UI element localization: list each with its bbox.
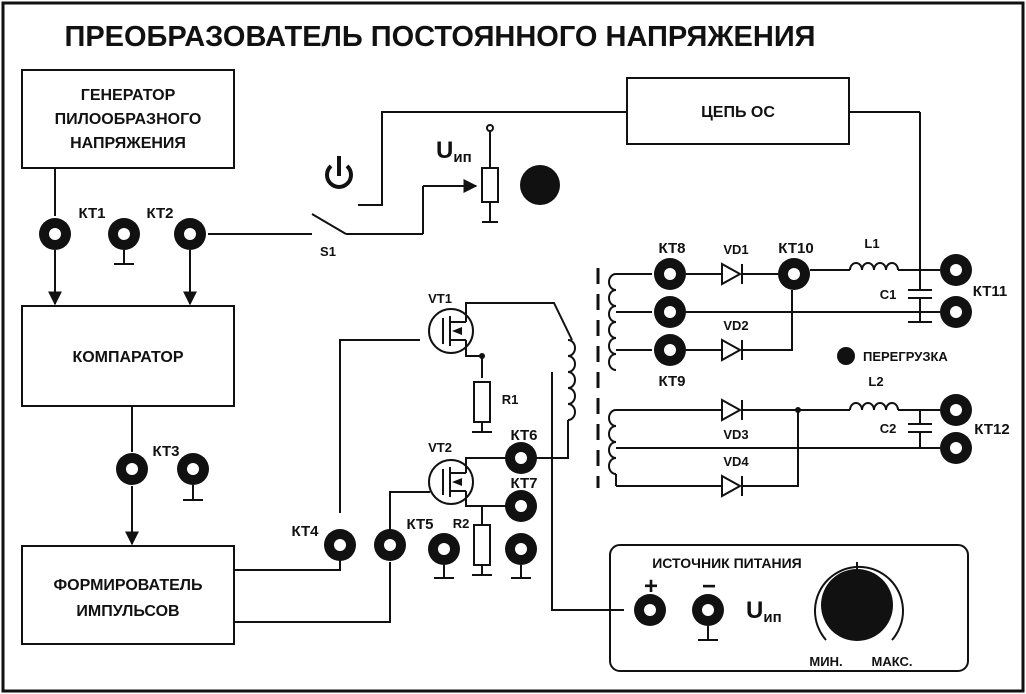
svg-text:Uип: Uип (746, 597, 782, 626)
svg-text:R1: R1 (502, 392, 519, 407)
svg-text:VD4: VD4 (723, 454, 749, 469)
test-point-kt2[interactable] (174, 218, 206, 250)
test-point-kt12-gnd[interactable] (940, 432, 972, 464)
transformer-secondary-1 (608, 273, 617, 371)
diode-vd2 (721, 338, 743, 362)
overload-led-icon (837, 347, 855, 365)
svg-text:C2: C2 (880, 421, 897, 436)
resistor-r2 (473, 524, 491, 566)
test-point-kt8[interactable] (654, 258, 686, 290)
shaper-block (21, 545, 235, 645)
test-point-kt7-gnd[interactable] (505, 533, 537, 565)
transistor-vt2 (428, 459, 474, 505)
power-icon[interactable] (325, 156, 353, 189)
switch-s1[interactable] (311, 213, 347, 235)
svg-text:VT1: VT1 (428, 291, 452, 306)
generator-label-3: НАПРЯЖЕНИЯ (70, 135, 186, 152)
svg-text:КТ9: КТ9 (658, 373, 685, 390)
shaper-label-2: ИМПУЛЬСОВ (76, 603, 179, 620)
test-point-kt4[interactable] (324, 529, 356, 561)
test-point-kt7[interactable] (505, 490, 537, 522)
test-point-kt9[interactable] (654, 334, 686, 366)
supply-terminal-minus[interactable] (692, 594, 724, 626)
test-point-kt12[interactable] (940, 394, 972, 426)
test-point-kt11-gnd[interactable] (940, 296, 972, 328)
minus-label: − (702, 573, 716, 600)
inductor-l1 (849, 262, 899, 271)
transformer-primary (567, 339, 576, 421)
test-point-kt3-gnd[interactable] (177, 453, 209, 485)
svg-text:КТ1: КТ1 (78, 205, 105, 222)
svg-text:КТ7: КТ7 (510, 475, 537, 492)
svg-text:КТ11: КТ11 (973, 283, 1008, 300)
test-point-kt8-mid[interactable] (654, 296, 686, 328)
svg-text:S1: S1 (320, 244, 336, 259)
page-title: ПРЕОБРАЗОВАТЕЛЬ ПОСТОЯННОГО НАПРЯЖЕНИЯ (64, 21, 815, 53)
comparator-block (21, 305, 235, 407)
diode-vd3 (721, 398, 743, 422)
test-point-kt5[interactable] (374, 529, 406, 561)
test-point-kt5-gnd[interactable] (428, 533, 460, 565)
svg-text:КТ4: КТ4 (291, 523, 319, 540)
resistor-r1 (473, 381, 491, 423)
svg-text:КТ6: КТ6 (510, 427, 537, 444)
test-point-kt6[interactable] (505, 442, 537, 474)
svg-text:VT2: VT2 (428, 440, 452, 455)
comparator-label: КОМПАРАТОР (72, 349, 183, 366)
overload-label: ПЕРЕГРУЗКА (863, 349, 948, 364)
svg-text:L2: L2 (868, 374, 883, 389)
inductor-l2 (849, 402, 899, 411)
svg-text:КТ5: КТ5 (406, 516, 433, 533)
diode-vd4 (721, 474, 743, 498)
svg-text:КТ2: КТ2 (146, 205, 173, 222)
svg-text:КТ8: КТ8 (658, 240, 685, 257)
generator-label-1: ГЕНЕРАТОР (81, 87, 176, 104)
supply-terminal-plus[interactable] (634, 594, 666, 626)
diode-vd1 (721, 262, 743, 286)
feedback-label: ЦЕПЬ ОС (701, 104, 775, 121)
svg-text:L1: L1 (864, 236, 879, 251)
svg-text:Uип: Uип (436, 137, 472, 166)
svg-text:КТ12: КТ12 (974, 421, 1009, 438)
plus-label: + (644, 573, 658, 600)
generator-block (21, 69, 235, 169)
transistor-vt1 (428, 308, 474, 354)
indicator-led-icon (520, 165, 560, 205)
generator-label-2: ПИЛООБРАЗНОГО (55, 111, 202, 128)
knob-max-label: МАКС. (872, 654, 913, 669)
transformer-secondary-2 (608, 409, 617, 475)
power-supply-label: ИСТОЧНИК ПИТАНИЯ (652, 555, 802, 571)
potentiometer (481, 167, 499, 203)
svg-text:КТ3: КТ3 (152, 443, 179, 460)
svg-text:VD3: VD3 (723, 427, 748, 442)
svg-text:R2: R2 (453, 516, 470, 531)
test-point-kt3[interactable] (116, 453, 148, 485)
test-point-kt10[interactable] (778, 258, 810, 290)
svg-text:VD2: VD2 (723, 318, 748, 333)
svg-text:C1: C1 (880, 287, 897, 302)
test-point-kt1[interactable] (39, 218, 71, 250)
svg-text:КТ10: КТ10 (778, 240, 813, 257)
test-point-kt11[interactable] (940, 254, 972, 286)
voltage-knob-icon[interactable] (821, 569, 893, 641)
shaper-label-1: ФОРМИРОВАТЕЛЬ (54, 577, 203, 594)
test-point-kt-gnd-1[interactable] (108, 218, 140, 250)
svg-text:VD1: VD1 (723, 242, 748, 257)
knob-min-label: МИН. (809, 654, 842, 669)
